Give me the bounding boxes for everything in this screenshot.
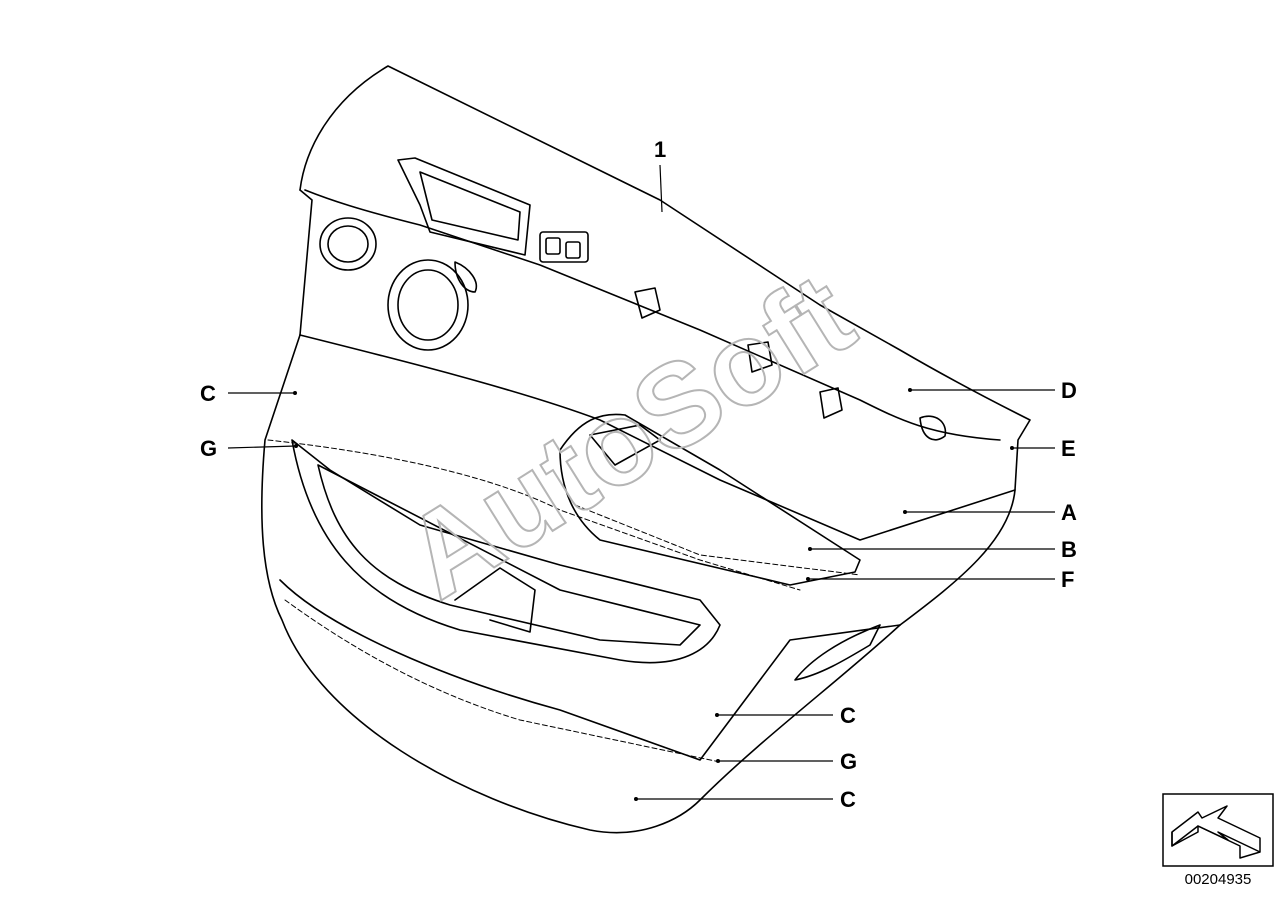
switch-right: [565, 241, 581, 259]
lower-seam: [284, 599, 721, 763]
armrest-insert: [559, 413, 861, 586]
speaker-grille: [387, 259, 469, 351]
armrest-cup: [589, 424, 661, 466]
tweeter-grille: [319, 217, 377, 271]
tweeter-grille-inner: [327, 225, 369, 263]
armrest-seam: [574, 504, 861, 576]
callout-c-mid: C: [840, 703, 856, 728]
callout-g-left: G: [200, 436, 218, 461]
lock-button-trim: [919, 415, 947, 441]
callout-d: D: [1061, 378, 1077, 403]
lower-side-recess: [794, 624, 881, 681]
switch-left: [545, 237, 561, 255]
door-panel-lower-outline: [261, 334, 901, 834]
upper-handle-inner: [419, 171, 521, 241]
callout-c-bottom: C: [840, 787, 856, 812]
callout-f: F: [1061, 567, 1075, 592]
callout-g-bottom: G: [840, 749, 858, 774]
dot-c-left: [293, 391, 297, 395]
leader-g-left: [227, 445, 297, 449]
callout-e: E: [1061, 436, 1076, 461]
dot-e: [1010, 446, 1014, 450]
small-vent: [454, 261, 477, 293]
pocket-divider: [454, 567, 536, 633]
door-panel-upper-trim-edge: [299, 334, 1016, 541]
mount-clip-1: [634, 287, 661, 319]
dot-c-bottom: [634, 797, 638, 801]
dot-b: [808, 547, 812, 551]
door-pocket-inner: [317, 464, 701, 646]
dot-c-mid: [715, 713, 719, 717]
dot-d: [908, 388, 912, 392]
door-panel-top-edge: [304, 189, 1001, 441]
callout-b: B: [1061, 537, 1077, 562]
door-pocket: [291, 439, 721, 664]
callout-c-left: C: [200, 381, 216, 406]
upper-handle-recess: [397, 157, 531, 256]
dot-f: [806, 577, 810, 581]
switch-block: [539, 231, 589, 263]
dot-a: [903, 510, 907, 514]
callout-a: A: [1061, 500, 1077, 525]
dot-g-bottom: [716, 759, 720, 763]
mount-clip-2: [747, 341, 773, 373]
document-number: 00204935: [1184, 871, 1252, 888]
lower-panel-edge: [279, 579, 901, 761]
door-panel-left-upper-edge: [299, 189, 313, 336]
mount-clip-3: [819, 387, 843, 419]
speaker-grille-inner: [397, 269, 459, 341]
callout-1: 1: [654, 137, 667, 162]
leader-1: [659, 164, 663, 213]
seam-g-left: [267, 439, 801, 591]
navigation-arrow-icon: [1162, 793, 1274, 867]
door-panel-upper-outline: [299, 65, 1031, 626]
dot-g-left: [294, 444, 298, 448]
